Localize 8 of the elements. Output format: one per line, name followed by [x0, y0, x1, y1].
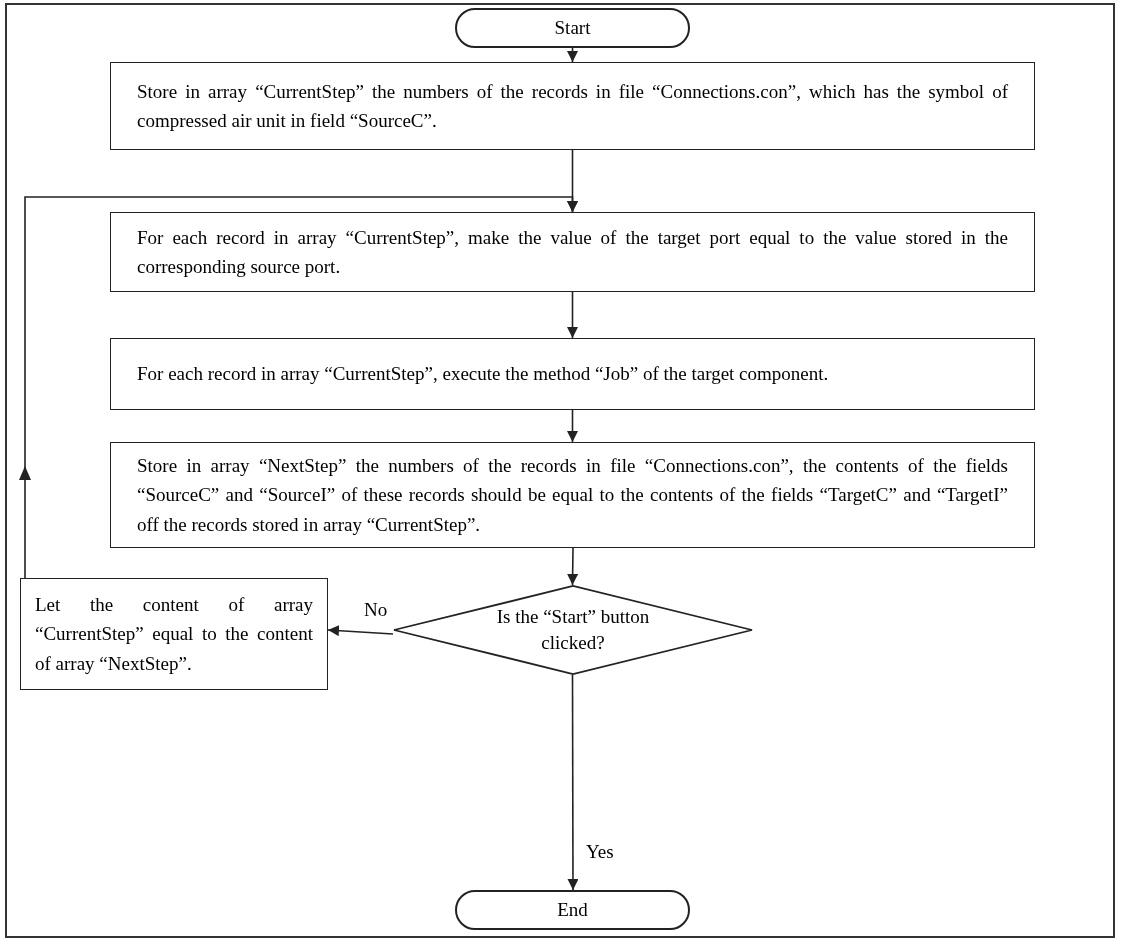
- end-terminal: End: [455, 890, 690, 930]
- process-box: For each record in array “CurrentStep”, execute the method “Job” of the target component.: [110, 338, 1035, 410]
- process-box: Let the content of array “CurrentStep” equal to the content of array “NextStep”.: [20, 578, 328, 690]
- process-box: Store in array “CurrentStep” the numbers of the records in file “Connections.con”, which has the symbol of compressed air unit in field “SourceC”.: [110, 62, 1035, 150]
- start-terminal: Start: [455, 8, 690, 48]
- process-box: For each record in array “CurrentStep”, make the value of the target port equal to the value stored in the corresponding source port.: [110, 212, 1035, 292]
- process-box: Store in array “NextStep” the numbers of the records in file “Connections.con”, the contents of the fields “SourceC” and “SourceI” of these records should be equal to the contents of the fields “TargetC” and “TargetI” off the records stored in array “CurrentStep”.: [110, 442, 1035, 548]
- decision-text: Is the “Start” button clicked?: [495, 605, 651, 655]
